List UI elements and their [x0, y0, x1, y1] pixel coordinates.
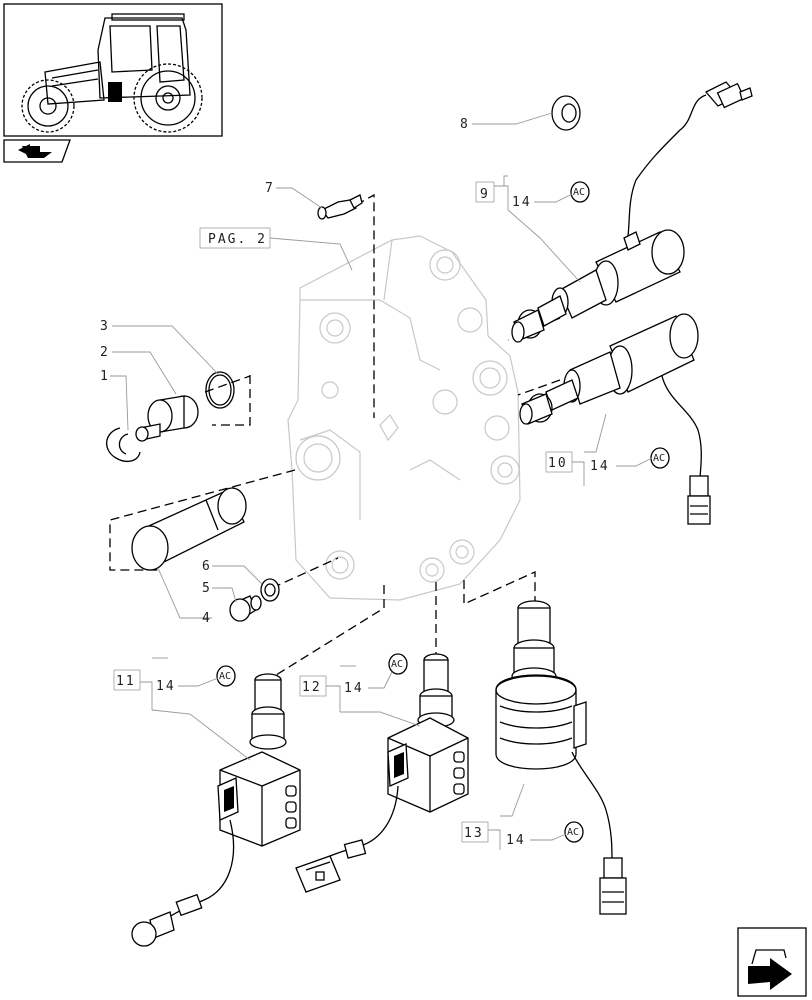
- seal-kit-code: AC: [573, 187, 585, 198]
- part-13-solenoid-valve: [495, 600, 627, 915]
- part-10-solenoid-valve: [519, 313, 711, 525]
- part-12-solenoid-valve: [295, 653, 469, 893]
- callout-11: 11: [116, 674, 136, 689]
- part-8-washer: [551, 95, 581, 131]
- seal-kit-code: AC: [567, 827, 579, 838]
- callout-10: 10: [548, 456, 568, 471]
- part-11-solenoid-valve: [131, 673, 301, 947]
- callout-2: 2: [100, 345, 108, 360]
- book-arrow-icon[interactable]: [3, 139, 71, 163]
- callout-14-part-13: 14: [506, 833, 526, 848]
- callout-14-part-12: 14: [344, 681, 364, 696]
- callout-12: 12: [302, 680, 322, 695]
- callout-14-part-10: 14: [590, 459, 610, 474]
- seal-kit-11: AC: [216, 665, 236, 687]
- callout-5: 5: [202, 581, 210, 596]
- valve-body-reference: [287, 235, 521, 601]
- part-6-washer: [260, 578, 280, 602]
- part-5-plug: [229, 595, 262, 622]
- callout-14-part-9: 14: [512, 195, 532, 210]
- part-3-o-ring: [205, 371, 235, 409]
- callout-8: 8: [460, 117, 468, 132]
- callout-4: 4: [202, 611, 210, 626]
- callout-14-part-11: 14: [156, 679, 176, 694]
- assembly-lines: [109, 193, 561, 681]
- callout-3: 3: [100, 319, 108, 334]
- callout-6: 6: [202, 559, 210, 574]
- page-reference-label: PAG. 2: [208, 232, 267, 247]
- callout-7: 7: [265, 181, 273, 196]
- leader-lines: [110, 112, 653, 850]
- seal-kit-code: AC: [653, 453, 665, 464]
- seal-kit-10: AC: [650, 447, 670, 469]
- callout-labels: PAG. 2 7 8 3 2 1 4 5 6 9 14 10 14 11 14 …: [100, 117, 610, 848]
- seal-kit-code: AC: [391, 659, 403, 670]
- callout-1: 1: [100, 369, 108, 384]
- next-page-arrow-icon[interactable]: [737, 927, 807, 997]
- seal-kit-code: AC: [219, 671, 231, 682]
- seal-kit-9: AC: [570, 181, 590, 203]
- callout-9: 9: [480, 187, 488, 202]
- label-boxes: [113, 181, 573, 843]
- part-9-solenoid-valve: [511, 81, 753, 343]
- part-7-plug: [317, 194, 363, 220]
- seal-kit-13: AC: [564, 821, 584, 843]
- part-1-snap-ring: [106, 427, 141, 463]
- tractor-thumbnail: [3, 3, 223, 137]
- callout-13: 13: [464, 826, 484, 841]
- tractor-icon: [21, 13, 203, 133]
- part-4-filter: [131, 487, 247, 571]
- seal-kit-12: AC: [388, 653, 408, 675]
- part-2-plug: [135, 395, 199, 442]
